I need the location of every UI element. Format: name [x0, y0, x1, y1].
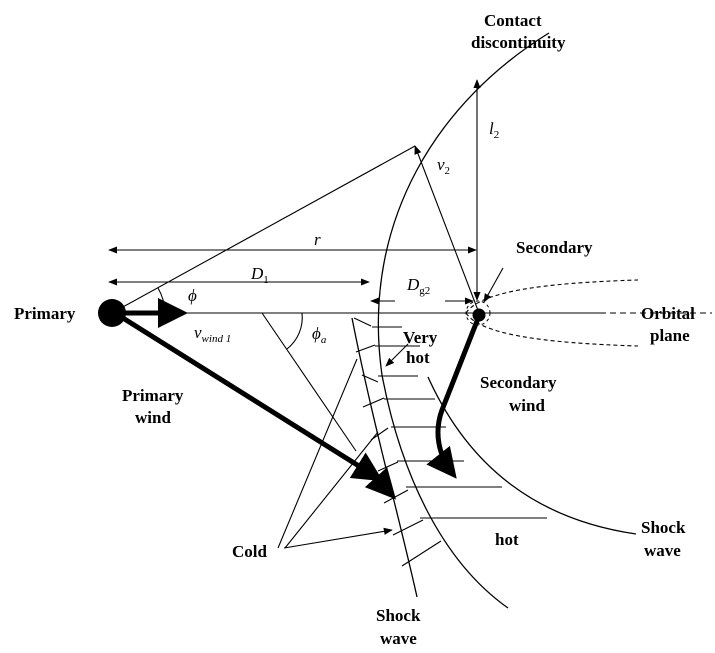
- orbital-plane-label-2: plane: [650, 326, 690, 345]
- contact-discontinuity-label-2: discontinuity: [471, 33, 566, 52]
- primary-wind-arrow-long: [112, 310, 384, 482]
- shock-wave-bottom-label-2: wave: [380, 629, 417, 648]
- very-hot-pointer: [385, 343, 409, 367]
- l2-symbol: l2: [489, 119, 499, 141]
- cold-pointer-1: [277, 358, 358, 549]
- phi-a-angle-arc: [286, 312, 303, 350]
- phi-symbol: ϕ: [188, 286, 197, 305]
- secondary-pointer-line: [483, 267, 504, 303]
- secondary-star: [472, 308, 486, 322]
- phi-a-line: [261, 312, 357, 452]
- secondary-dashed-bow-lower: [465, 312, 639, 347]
- secondary-wind-arrow: [426, 313, 482, 479]
- primary-wind-arrow-inner: [363, 463, 397, 500]
- shock-wave-bottom: [351, 317, 418, 598]
- phi-angle-arc: [157, 287, 166, 314]
- shock-wave-right-label-2: wave: [644, 541, 681, 560]
- secondary-wind-label-1: Secondary: [480, 373, 557, 392]
- hot-region-hatching: [372, 326, 547, 519]
- bow-shock-right: [427, 376, 637, 535]
- very-hot-label-2: hot: [406, 348, 430, 367]
- primary-star: [98, 299, 126, 327]
- primary-wind-label-2: wind: [135, 408, 171, 427]
- shock-wave-right-label-1: Shock: [641, 518, 686, 537]
- secondary-label: Secondary: [516, 238, 593, 257]
- shock-wave-bottom-label-1: Shock: [376, 606, 421, 625]
- contact-discontinuity-curve: [377, 32, 550, 609]
- cold-pointer-3: [283, 527, 393, 549]
- secondary-dashed-bow-upper: [465, 279, 639, 314]
- hot-label: hot: [495, 530, 519, 549]
- v-wind-symbol: vwind 1: [194, 323, 231, 345]
- cold-label: Cold: [232, 542, 268, 561]
- very-hot-label-1: Very: [403, 328, 438, 347]
- phi-a-symbol: ϕa: [312, 324, 327, 346]
- r-symbol: r: [314, 230, 321, 249]
- primary-label: Primary: [14, 304, 76, 323]
- primary-to-contact-line: [111, 145, 416, 314]
- cold-pointer-2: [284, 431, 379, 549]
- v2-line: [414, 145, 480, 314]
- v2-symbol: v2: [437, 155, 450, 177]
- orbital-plane-label-1: Orbital: [641, 304, 695, 323]
- contact-discontinuity-label-1: Contact: [484, 11, 542, 30]
- d1-symbol: D1: [250, 264, 269, 286]
- secondary-wind-label-2: wind: [509, 396, 545, 415]
- dg2-symbol: Dg2: [406, 275, 430, 297]
- primary-wind-label-1: Primary: [122, 386, 184, 405]
